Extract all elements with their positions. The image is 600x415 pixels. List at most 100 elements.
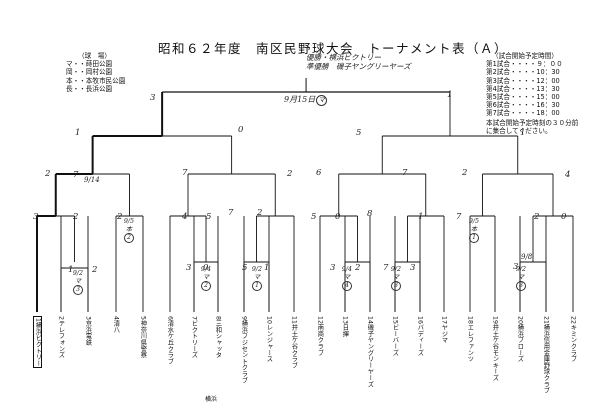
score-mark: 3 bbox=[410, 263, 416, 273]
schedule-item: 第1試合・・・・９：００ bbox=[486, 60, 563, 69]
team-entry: 2テレフォンズ bbox=[57, 316, 64, 358]
team-number: 11 bbox=[290, 316, 298, 325]
score-mark: 2 bbox=[462, 168, 468, 178]
winner-annotation: 優勝・横浜ビクトリー 準優勝 磯子ヤングリーヤーズ bbox=[306, 53, 411, 71]
score-mark: 7 bbox=[456, 212, 462, 222]
team-entry: 15ビーバーズ bbox=[391, 316, 398, 356]
score-mark: 0 bbox=[561, 212, 567, 222]
venue-item: 本・・本牧市民公園 bbox=[66, 76, 126, 85]
team-name: 横浜フジセントクラブ bbox=[240, 320, 248, 384]
match-number-circle: 3 bbox=[73, 285, 83, 295]
team-entry: 10レンジャース bbox=[265, 316, 272, 362]
venue-item: マ・・蒔田公園 bbox=[66, 60, 113, 69]
team-number: 22 bbox=[569, 316, 577, 325]
schedule-header: （試合開始予定時間） bbox=[492, 52, 558, 60]
team-entry: 11井土ケ谷クラブ bbox=[290, 316, 297, 368]
match-note-label: 9/4マ bbox=[341, 266, 353, 281]
match-number-circle: 1 bbox=[252, 281, 262, 291]
score-mark: 7 bbox=[402, 168, 408, 178]
team-name: キミンクラブ bbox=[569, 324, 577, 362]
team-number: 20 bbox=[516, 316, 524, 325]
score-mark: 4 bbox=[182, 212, 188, 222]
score-mark: 3 bbox=[513, 262, 519, 272]
score-mark: 7 bbox=[228, 208, 234, 218]
team-number: 12 bbox=[316, 316, 324, 325]
score-mark: 3 bbox=[150, 93, 156, 103]
team-entry: 9横浜フジセントクラブ bbox=[240, 316, 247, 383]
match-note-label: 9/2マ bbox=[72, 270, 84, 285]
score-mark: 0 bbox=[238, 125, 244, 135]
team-entry: 7ビクトリーズ bbox=[190, 316, 197, 358]
venue-legend-header: （球 場） bbox=[78, 52, 111, 60]
score-mark: 5 bbox=[356, 128, 362, 138]
score-mark: 1 bbox=[447, 90, 453, 100]
schedule-item: 第3試合・・・・12：00 bbox=[486, 76, 560, 85]
score-mark: 3 bbox=[186, 263, 192, 273]
match-number-circle: 2 bbox=[201, 281, 211, 291]
team-entry: 21横浜信用金庫野球クラブ bbox=[542, 316, 549, 393]
team-name: 井土ケ谷モンキーズ bbox=[491, 324, 499, 381]
team-name: 横浜信用金庫野球クラブ bbox=[542, 324, 550, 394]
score-mark: 7 bbox=[73, 170, 79, 180]
score-mark: 2 bbox=[287, 169, 293, 179]
match-note-label: 9/2マ bbox=[390, 266, 402, 281]
score-mark: 5 bbox=[311, 212, 317, 222]
score-mark: 2 bbox=[534, 212, 540, 222]
team-name: 井土ケ谷クラブ bbox=[290, 324, 298, 369]
schedule-note-line: 本試合開始予定時刻の３０分前 bbox=[486, 118, 579, 127]
team-entry: 16バディーズ bbox=[416, 316, 423, 356]
schedule-legend: （試合開始予定時間） 第1試合・・・・９：００ 第2試合・・・・10：30 第3… bbox=[486, 52, 578, 135]
team-number: 1 bbox=[34, 318, 42, 323]
score-mark: 1 bbox=[264, 263, 270, 273]
score-mark: 0 bbox=[203, 263, 209, 273]
team-name: 清八 bbox=[112, 320, 120, 333]
score-mark: 7 bbox=[182, 168, 188, 178]
score-mark: 1 bbox=[520, 128, 526, 138]
team-name: ヤジマ bbox=[440, 324, 448, 343]
final-date: 9月15日 bbox=[284, 95, 316, 104]
score-mark: 2 bbox=[355, 263, 361, 273]
team-entry: 13日揮 bbox=[341, 316, 348, 337]
venue-legend: （球 場） マ・・蒔田公園 岡・・岡村公園 本・・本牧市民公園 長・・長浜公園 bbox=[66, 52, 125, 93]
team-name: バディーズ bbox=[416, 324, 424, 356]
match-number-circle: 3 bbox=[391, 281, 401, 291]
match-note-label: 9/2マ bbox=[515, 266, 527, 281]
team-name: ビーバーズ bbox=[391, 324, 399, 356]
team-entry: 5神奈川県警察 bbox=[139, 316, 146, 358]
team-entry: 1横浜ビクトリー bbox=[33, 316, 43, 369]
team-entry: 14磯子ヤングリーヤーズ bbox=[366, 316, 373, 387]
handwritten-note: 9/8 bbox=[521, 253, 533, 261]
team-number: 10 bbox=[265, 316, 273, 325]
team-number: 8 bbox=[214, 316, 222, 321]
team-entry: 20横浜ブローズ bbox=[516, 316, 523, 362]
score-mark: 2 bbox=[45, 169, 51, 179]
team-number: 15 bbox=[391, 316, 399, 325]
schedule-item: 第7試合・・・・18：00 bbox=[486, 109, 560, 118]
score-mark: 0 bbox=[335, 212, 341, 222]
score-mark: 2 bbox=[257, 208, 263, 218]
schedule-item: 第6試合・・・・16：30 bbox=[486, 101, 560, 110]
venue-item: 岡・・岡村公園 bbox=[66, 68, 113, 77]
page-title: 昭和６２年度 南区民野球大会 トーナメント表（Ａ） bbox=[158, 41, 509, 56]
team-entry: 22キミンクラブ bbox=[569, 316, 576, 362]
team-entry: 6清水ケ丘クラブ bbox=[166, 316, 173, 364]
score-mark: 1 bbox=[418, 212, 424, 222]
match-note-label: 9/4マ bbox=[200, 266, 212, 281]
team-entry: 17ヤジマ bbox=[440, 316, 447, 343]
schedule-item: 第2試合・・・・10：30 bbox=[486, 68, 560, 77]
team-number: 5 bbox=[139, 316, 147, 321]
match-note-label: 9/2マ bbox=[251, 266, 263, 281]
team-name: レンジャース bbox=[265, 324, 273, 362]
team-name: 日揮 bbox=[341, 324, 349, 337]
score-mark: 2 bbox=[117, 212, 123, 222]
schedule-item: 第5試合・・・・15：00 bbox=[486, 93, 560, 102]
match-number-circle: 2 bbox=[124, 233, 134, 243]
team-number: 14 bbox=[366, 316, 374, 325]
match-number-circle: 4 bbox=[342, 281, 352, 291]
team-number: 18 bbox=[466, 316, 474, 325]
schedule-note-line: に集合してください。 bbox=[486, 126, 552, 135]
score-mark: 8 bbox=[367, 209, 373, 219]
